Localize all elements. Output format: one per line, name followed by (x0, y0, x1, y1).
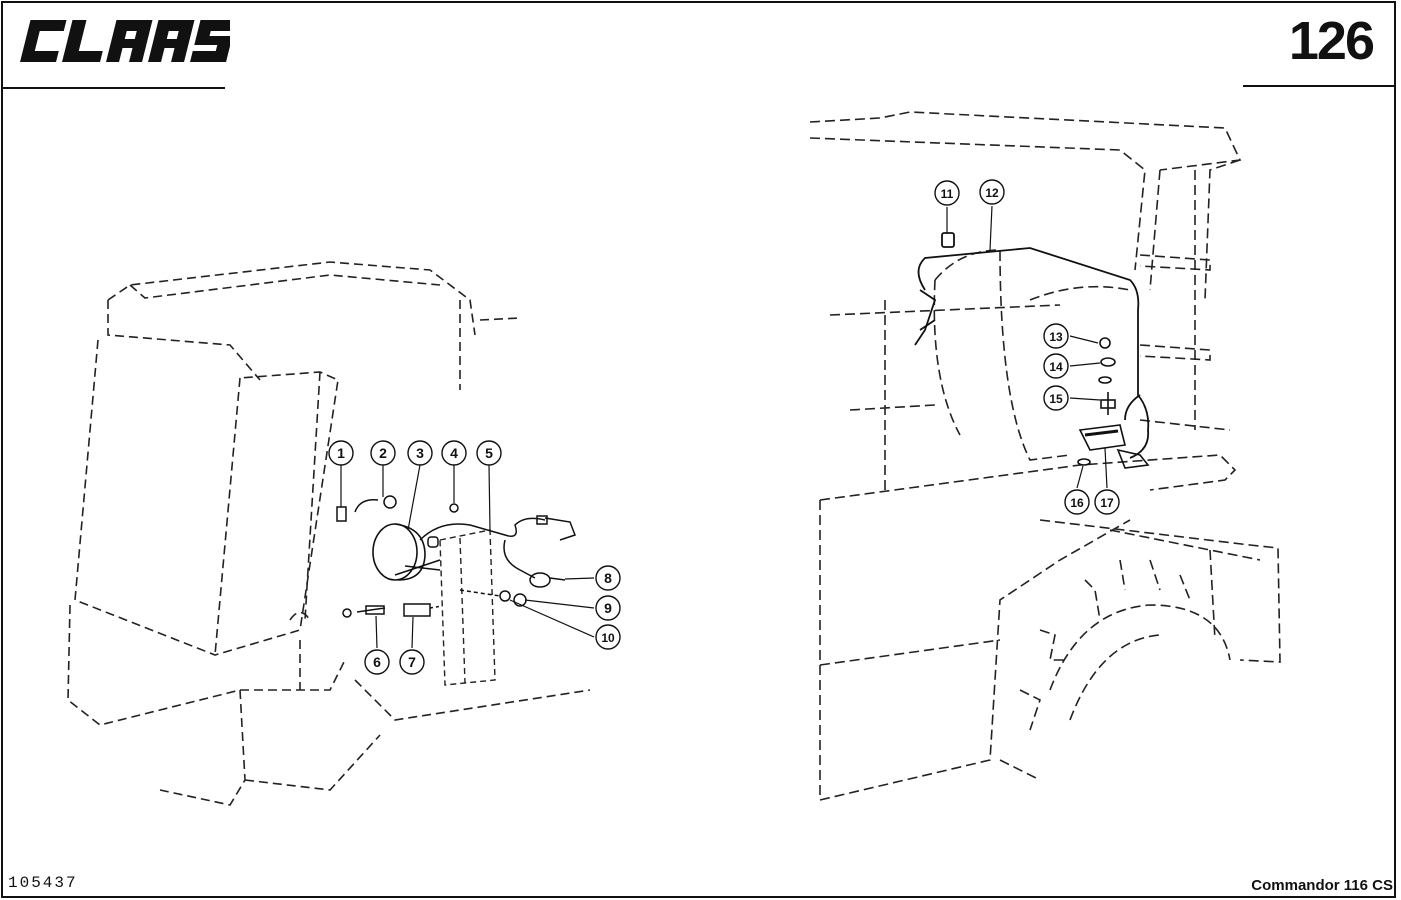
wiring-harness (419, 515, 576, 579)
small-parts-left (336, 495, 459, 522)
callout-circle-13 (1043, 323, 1069, 349)
left-cab-view (67, 261, 591, 806)
document-code: 105437 (8, 874, 78, 892)
callout-circle-14 (1043, 353, 1069, 379)
leader-lines-left (340, 464, 595, 649)
right-machine-view (809, 111, 1281, 802)
callout-circle-2 (370, 440, 396, 466)
callout-circle-16 (1064, 489, 1090, 515)
callout-circle-3 (407, 440, 433, 466)
callout-label-8: 8 (604, 570, 612, 586)
callout-label-17: 17 (1100, 496, 1114, 510)
small-parts-right (1077, 337, 1150, 469)
callout-label-6: 6 (373, 654, 381, 670)
wiring-harness-right (914, 232, 1150, 459)
callout-label-4: 4 (450, 445, 458, 461)
headlight-lamp (372, 523, 441, 581)
callout-label-16: 16 (1070, 496, 1084, 510)
callout-circle-6 (364, 649, 390, 675)
model-name: Commandor 116 CS (1251, 877, 1393, 894)
leader-lines-right (946, 205, 1108, 489)
page-number: 126 (1288, 11, 1375, 71)
callout-circle-10 (595, 624, 621, 650)
callout-label-3: 3 (416, 445, 424, 461)
callout-circle-8 (595, 565, 621, 591)
callout-label-7: 7 (408, 654, 416, 670)
callout-label-5: 5 (485, 445, 493, 461)
callout-label-14: 14 (1049, 360, 1063, 374)
bolts-left (342, 603, 443, 618)
callout-circle-15 (1043, 385, 1069, 411)
callout-circle-11 (934, 180, 960, 206)
claas-logo (20, 20, 230, 62)
callout-label-11: 11 (941, 187, 954, 201)
callout-label-9: 9 (604, 600, 612, 616)
mounting-post (439, 529, 496, 686)
callout-label-10: 10 (601, 631, 615, 645)
callout-label-12: 12 (985, 186, 999, 200)
callout-label-15: 15 (1049, 392, 1063, 406)
callout-label-1: 1 (337, 445, 345, 461)
callout-label-2: 2 (379, 445, 387, 461)
callout-circle-4 (441, 440, 467, 466)
callout-label-13: 13 (1049, 330, 1063, 344)
callout-circle-12 (979, 179, 1005, 205)
callout-circle-1 (328, 440, 354, 466)
callout-circle-7 (399, 649, 425, 675)
callout-circle-5 (476, 440, 502, 466)
callout-circle-17 (1094, 489, 1120, 515)
callout-circle-9 (595, 595, 621, 621)
